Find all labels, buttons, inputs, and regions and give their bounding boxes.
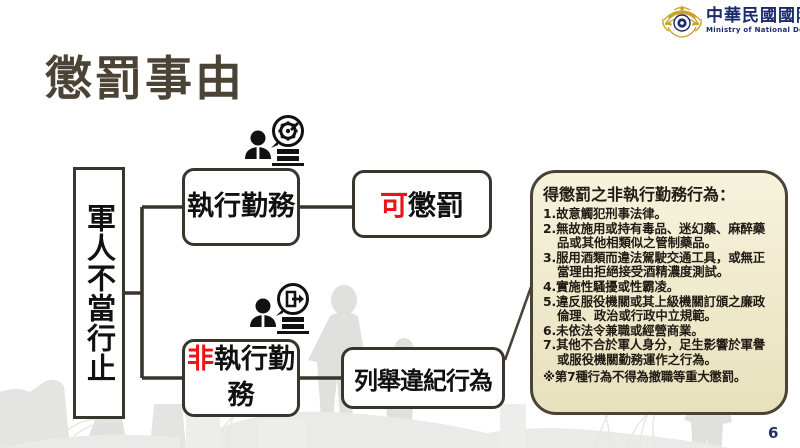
offduty-person-exit-icon (250, 283, 309, 334)
list-item: 1.故意觸犯刑事法律。 (543, 206, 667, 221)
list-item: 4.實施性騷擾或性霸凌。 (543, 278, 680, 294)
list-item: 5.違反服役機關或其上級機關訂頒之廉政倫理、政治或行政中立規範。 (543, 293, 766, 324)
page-number: 6 (768, 424, 779, 442)
root-box-improper-conduct: 軍人不當行止 (73, 167, 125, 419)
panel-item-list: 1.故意觸犯刑事法律。 2.無故施用或持有毒品、迷幻藥、麻醉藥品或其他相類似之管… (543, 206, 777, 368)
branch-box-off-duty: 非執行勤務 (182, 339, 300, 417)
panel-heading: 得懲罰之非執行勤務行為： (543, 185, 736, 204)
header-org-name-cn: 中華民國國防部 (706, 6, 800, 26)
duty-person-gear-icon (245, 115, 304, 166)
slide-header: 中華民國國防部 Ministry of National Defense, R.… (0, 0, 800, 44)
result-box-punishable-label: 懲罰 (408, 189, 465, 222)
header-org-name-en: Ministry of National Defense, R.O.C (706, 26, 800, 34)
root-box-label: 軍人不當行止 (82, 203, 117, 383)
panel-note: ※第7種行為不得為撤職等重大懲罰。 (543, 368, 747, 384)
branch-box-off-duty-prefix: 非 (187, 344, 214, 375)
mnd-emblem-icon (662, 5, 702, 38)
punishable-offduty-acts-panel: 得懲罰之非執行勤務行為： 1.故意觸犯刑事法律。 2.無故施用或持有毒品、迷幻藥… (530, 170, 788, 415)
list-item: 3.服用酒類而違法駕駛交通工具，或無正當理由拒絕接受酒精濃度測試。 (543, 249, 766, 280)
list-item: 6.未依法令兼職或經營商業。 (543, 322, 704, 338)
result-box-punishable-prefix: 可 (379, 189, 408, 222)
result-box-punishable: 可懲罰 (352, 170, 492, 238)
list-item: 7.其他不合於軍人身分，足生影響於軍譽或服役機關勤務運作之行為。 (543, 337, 766, 367)
result-box-listed-violations: 列舉違紀行為 (341, 347, 505, 409)
branch-box-off-duty-label: 執行勤務 (214, 344, 295, 411)
branch-box-on-duty: 執行勤務 (182, 168, 300, 246)
branch-box-on-duty-label: 執行勤務 (187, 191, 295, 222)
list-item: 2.無故施用或持有毒品、迷幻藥、麻醉藥品或其他相類似之管制藥品。 (543, 220, 766, 251)
result-box-listed-violations-label: 列舉違紀行為 (354, 366, 493, 395)
page-title: 懲罰事由 (45, 52, 245, 107)
